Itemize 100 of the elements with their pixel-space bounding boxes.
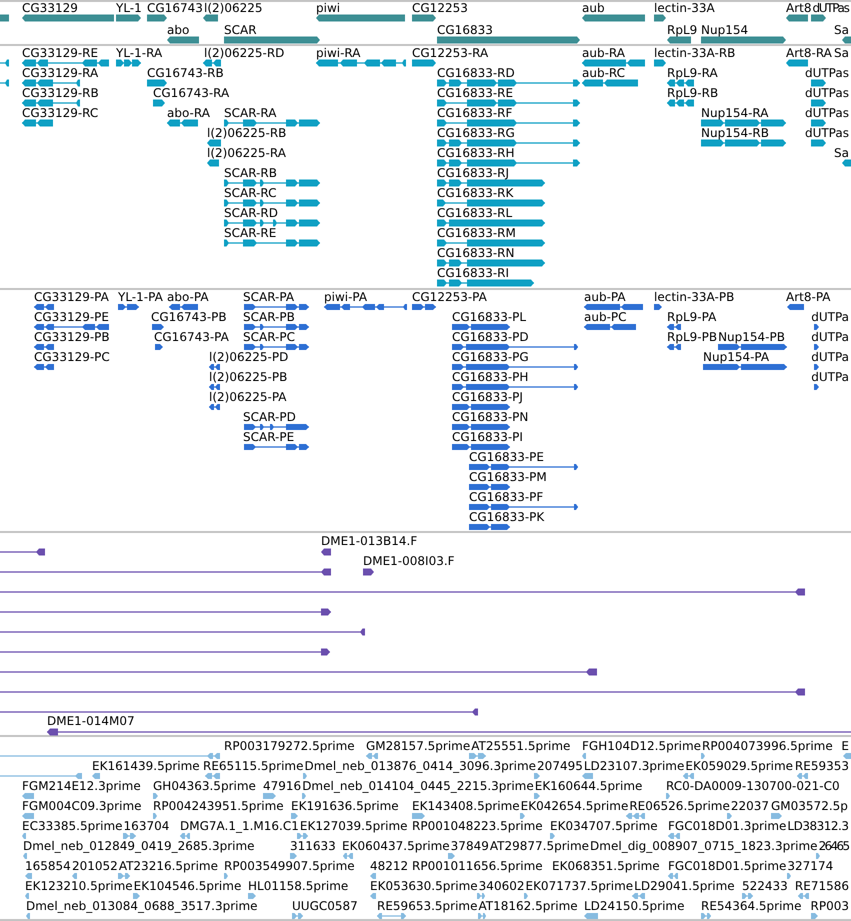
feature-label: CG16743-PA xyxy=(154,330,229,344)
feature-label: l(2)06225-RA xyxy=(207,146,286,160)
feature-label: CG33129-RE xyxy=(22,46,98,60)
feature-label: HL01158.5prime xyxy=(248,879,348,893)
feature-label: piwi xyxy=(316,1,340,15)
feature-label: YL-1-PA xyxy=(118,290,163,304)
feature-label: dUTPas xyxy=(804,66,849,80)
feature-label: CG16833 xyxy=(437,23,493,37)
feature-label: E xyxy=(841,739,849,753)
feature-label: 311633 xyxy=(290,839,336,853)
feature-label: 22037 xyxy=(730,799,770,813)
feature-label: dUTPas xyxy=(812,1,848,15)
feature-label: CG16833-RL xyxy=(437,206,512,220)
feature-label: piwi-RA xyxy=(316,46,360,60)
feature-label: dUTPas xyxy=(804,106,849,120)
feature-label: RpL9-PA xyxy=(667,310,716,324)
feature-label: EK161439.5prime xyxy=(92,759,200,773)
feature-label: dUTPa xyxy=(811,350,849,364)
feature-label: CG33129-RB xyxy=(22,86,99,100)
feature-label: CG16833-RE xyxy=(437,86,514,100)
feature-label: RE06526.5prime xyxy=(629,799,730,813)
feature-label: CG16833-RJ xyxy=(437,166,510,180)
feature-label: SCAR-RC xyxy=(224,186,277,200)
feature-label: YL-1 xyxy=(116,1,142,15)
feature-label: SCAR xyxy=(224,23,257,37)
feature-label: dUTPas xyxy=(804,86,849,100)
feature-label: EK053630.5prime xyxy=(370,879,478,893)
feature-label: SCAR-PA xyxy=(243,290,294,304)
feature-label: Dmel_dig_008907_0715_1823.3prime xyxy=(590,839,818,853)
feature-label: RE59353 xyxy=(794,759,849,773)
feature-label: Sa xyxy=(834,46,849,60)
feature-label: Dmel_neb_013084_0688_3517.3prime xyxy=(26,899,258,913)
feature-label: Nup154-PA xyxy=(703,350,770,364)
feature-label: SCAR-PE xyxy=(243,430,294,444)
feature-label: RC0-DA0009-130700-021-C0 xyxy=(666,779,840,793)
feature-label: dUTPas xyxy=(804,126,849,140)
feature-label: aub-PC xyxy=(584,310,627,324)
feature-label: Art8-PA xyxy=(786,290,830,304)
feature-label: CG16833-PG xyxy=(452,350,529,364)
feature-label: EC33385.5prime xyxy=(22,819,123,833)
feature-label: CG16833-RF xyxy=(437,106,512,120)
feature-label: SCAR-RB xyxy=(224,166,277,180)
feature-label: RE54364.5prime xyxy=(701,899,802,913)
feature-label: CG16833-RG xyxy=(437,126,515,140)
feature-label: aub xyxy=(582,1,605,15)
feature-label: CG16833-PI xyxy=(452,430,523,444)
feature-label: CG12253 xyxy=(412,1,468,15)
feature-label: Nup154-PB xyxy=(718,330,785,344)
feature-label: CG16833-PE xyxy=(469,450,544,464)
feature-label: Dmel_neb_014104_0445_2215.3prime xyxy=(302,779,534,793)
feature-label: abo xyxy=(167,23,190,37)
feature-label: CG33129-PC xyxy=(34,350,110,364)
feature-label: 37849 xyxy=(450,839,489,853)
feature-label: CG33129-PB xyxy=(34,330,110,344)
feature-label: CG16833-RH xyxy=(437,146,515,160)
feature-label: DMG7A.1_1.M16.C1 xyxy=(180,819,299,833)
feature-label: CG12253-RA xyxy=(412,46,488,60)
feature-label: l(2)06225 xyxy=(204,1,263,15)
feature-label: CG16833-PH xyxy=(452,370,528,384)
feature-label: EK143408.5prime xyxy=(412,799,520,813)
feature-label: CG16833-PK xyxy=(469,510,544,524)
feature-label: CG16833-RD xyxy=(437,66,515,80)
feature-label: SCAR-RE xyxy=(224,226,276,240)
feature-label: abo-RA xyxy=(167,106,210,120)
feature-label: YL-1-RA xyxy=(116,46,162,60)
feature-label: DME1-008I03.F xyxy=(363,554,455,568)
feature-label: RP003549907.5prime xyxy=(224,859,355,873)
feature-label: 165854 xyxy=(25,859,71,873)
feature-label: CG33129-RA xyxy=(22,66,98,80)
feature-label: CG16833-RI xyxy=(437,266,510,280)
feature-label: EK123210.5prime xyxy=(25,879,133,893)
feature-label: EK104546.5prime xyxy=(134,879,242,893)
feature-label: EK071737.5prime xyxy=(525,879,634,893)
feature-label: LD24150.5prime xyxy=(584,899,685,913)
feature-label: EK127039.5prime xyxy=(300,819,408,833)
feature-label: DME1-014M07 xyxy=(47,714,135,728)
feature-label: CG33129-RC xyxy=(22,106,98,120)
feature-label: RP003179272.5prime xyxy=(224,739,355,753)
feature-label: FGM004C09.3prime xyxy=(22,799,142,813)
feature-label: CG33129-PE xyxy=(34,310,109,324)
feature-label: CG12253-PA xyxy=(412,290,487,304)
feature-label: SCAR-PD xyxy=(243,410,296,424)
feature-label: AT29877.5prime xyxy=(490,839,590,853)
feature-label: aub-RC xyxy=(582,66,626,80)
feature-label: Sa xyxy=(834,146,849,160)
feature-label: SCAR-RD xyxy=(224,206,278,220)
feature-label: UUGC0587 xyxy=(292,899,358,913)
feature-label: RE59653.5prime xyxy=(377,899,478,913)
feature-label: RP004073996.5prime xyxy=(702,739,833,753)
feature-label: dUTPa xyxy=(811,310,849,324)
feature-label: Nup154-RB xyxy=(701,126,770,140)
feature-label: l(2)06225-PA xyxy=(209,390,287,404)
feature-label: lectin-33A-RB xyxy=(654,46,736,60)
feature-label: RE71586 xyxy=(794,879,849,893)
feature-label: RE65115.5prime xyxy=(203,759,304,773)
feature-label: GH04363.5prime xyxy=(153,779,256,793)
feature-label: 163704 xyxy=(124,819,170,833)
feature-label: RP001048223.5prime xyxy=(412,819,543,833)
feature-label: RP004243951.5prime xyxy=(153,799,284,813)
feature-label: Nup154 xyxy=(701,23,748,37)
